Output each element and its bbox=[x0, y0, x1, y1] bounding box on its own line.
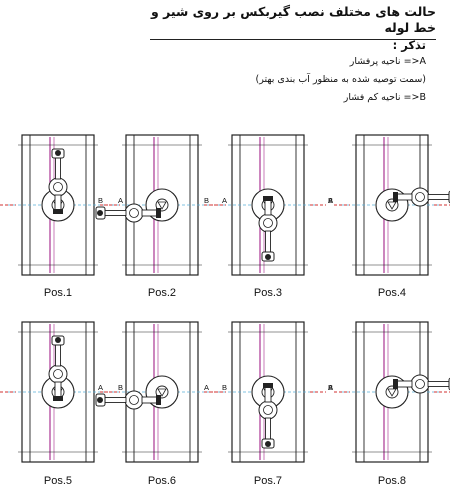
gearbox bbox=[393, 374, 450, 394]
side-label-left: A bbox=[328, 383, 333, 392]
position-label: Pos.7 bbox=[254, 475, 282, 487]
position-label: Pos.8 bbox=[378, 475, 406, 487]
position-5: A B Pos.5 bbox=[0, 321, 123, 487]
side-label-right: B bbox=[118, 383, 123, 392]
position-8: AB Pos.8 bbox=[328, 321, 450, 487]
note-a: A<= ناحیه پرفشار bbox=[349, 56, 426, 67]
gearbox bbox=[95, 390, 161, 410]
position-6: A B Pos.6 bbox=[95, 321, 227, 487]
gearbox bbox=[48, 148, 68, 214]
valve-marker bbox=[387, 388, 397, 397]
position-label: Pos.3 bbox=[254, 287, 282, 299]
gearbox bbox=[258, 196, 278, 262]
position-1: B A Pos.1 bbox=[0, 134, 123, 299]
note-b: B<= ناحیه کم فشار bbox=[343, 92, 426, 103]
gearbox bbox=[48, 335, 68, 401]
valve-marker bbox=[157, 201, 167, 210]
valve-marker bbox=[157, 388, 167, 397]
gearbox bbox=[258, 383, 278, 449]
side-label-right: A bbox=[118, 196, 123, 205]
side-label-left: B bbox=[204, 196, 209, 205]
side-label-left: B bbox=[98, 196, 103, 205]
position-2: B A Pos.2 bbox=[95, 134, 227, 299]
notes-heading: تذکر : bbox=[392, 38, 426, 52]
side-label-right: B bbox=[328, 383, 333, 392]
side-label-right: B bbox=[222, 383, 227, 392]
gearbox bbox=[95, 203, 161, 223]
side-label-left: A bbox=[98, 383, 103, 392]
side-label-right: A bbox=[328, 196, 333, 205]
position-label: Pos.2 bbox=[148, 287, 176, 299]
position-label: Pos.4 bbox=[378, 287, 406, 299]
side-label-left: A bbox=[204, 383, 209, 392]
position-label: Pos.5 bbox=[44, 475, 72, 487]
side-label-right: A bbox=[222, 196, 227, 205]
valve-marker bbox=[387, 201, 397, 210]
position-label: Pos.1 bbox=[44, 287, 72, 299]
position-label: Pos.6 bbox=[148, 475, 176, 487]
gearbox bbox=[393, 187, 450, 207]
position-4: BA Pos.4 bbox=[328, 134, 450, 299]
side-label-left: B bbox=[328, 196, 333, 205]
note-a-sub: (سمت توصیه شده به منظور آب بندی بهتر) bbox=[255, 74, 426, 85]
page-title: حالت های مختلف نصب گیربکس بر روی شیر و خ… bbox=[150, 4, 436, 40]
